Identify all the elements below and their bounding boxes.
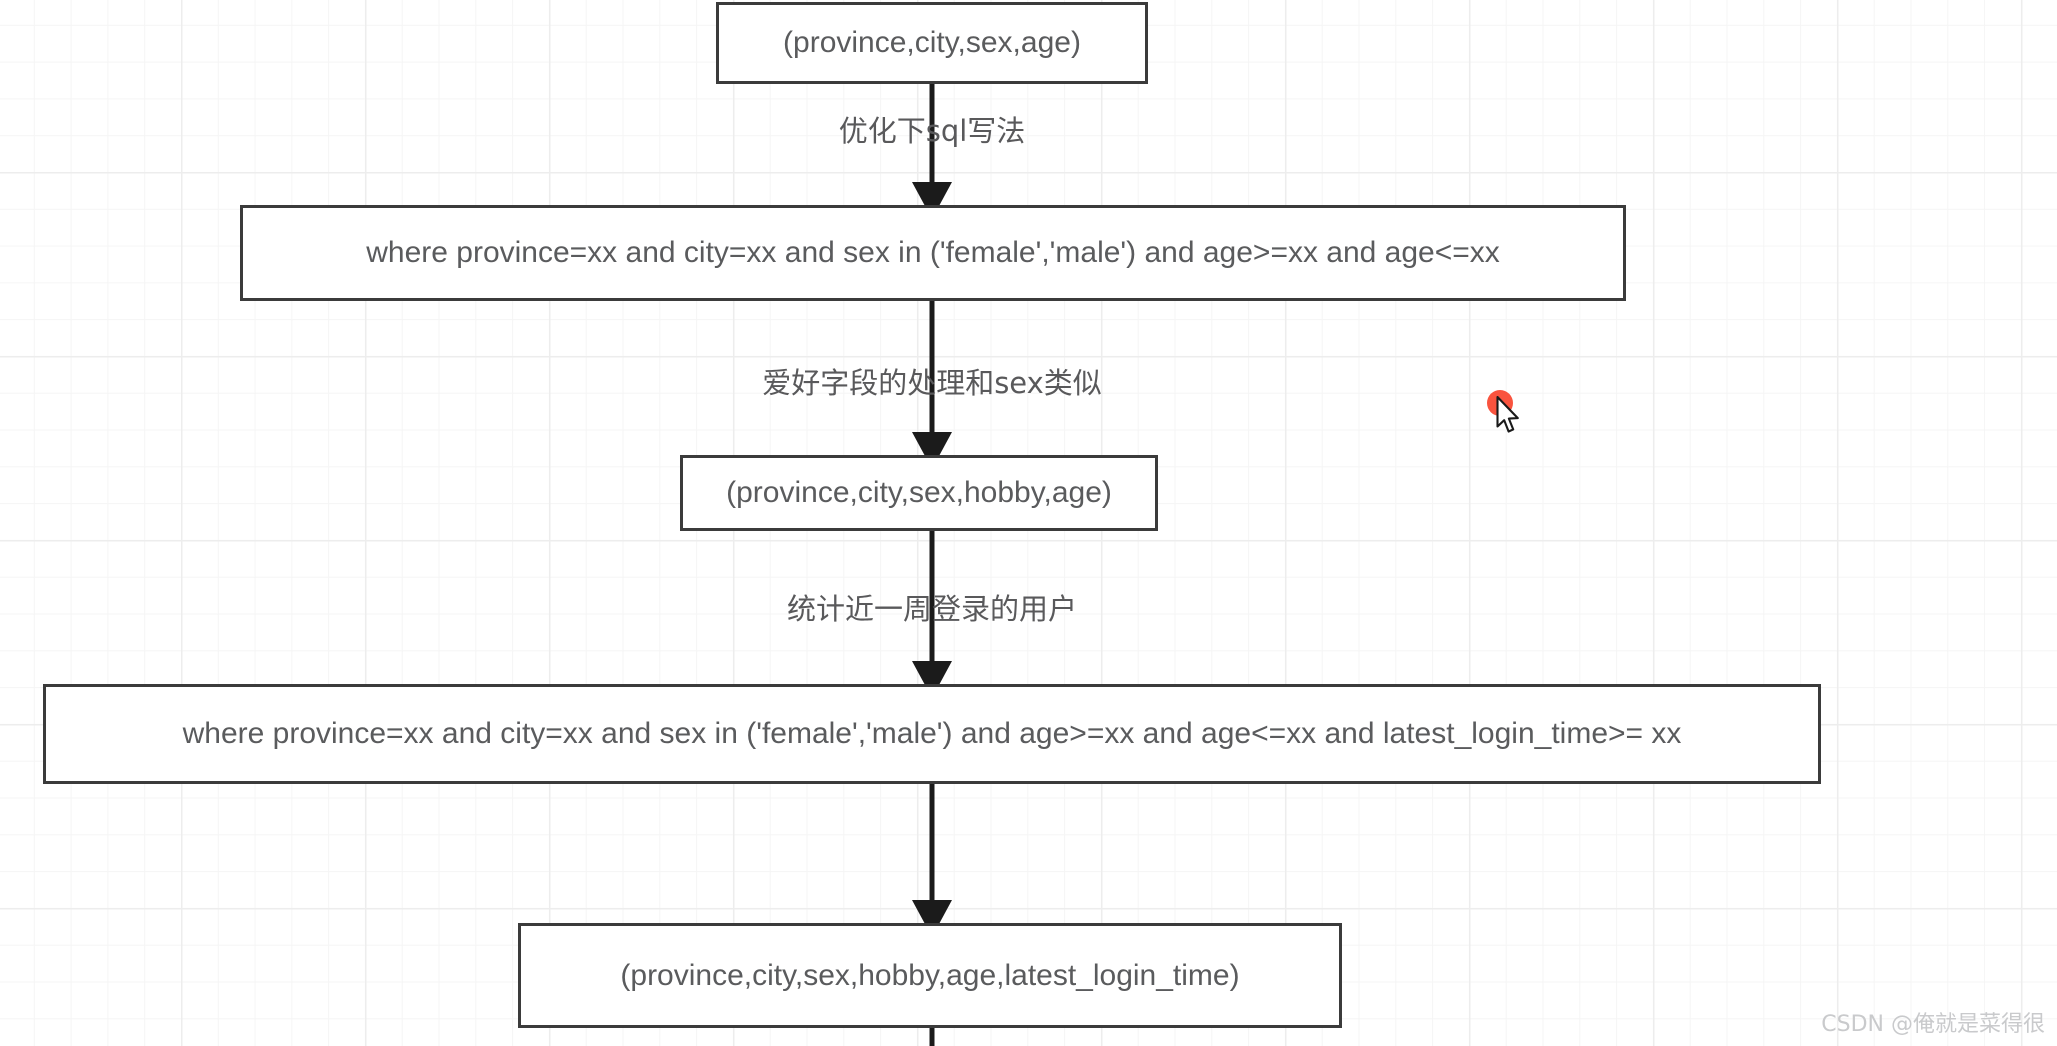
node-2-label: where province=xx and city=xx and sex in… (366, 236, 1500, 269)
mouse-pointer-icon (1496, 396, 1519, 433)
node-5-label: (province,city,sex,hobby,age,latest_logi… (620, 958, 1240, 992)
node-index-province-city-sex-age[interactable]: (province,city,sex,age) (716, 2, 1148, 84)
node-where-clause-basic[interactable]: where province=xx and city=xx and sex in… (240, 205, 1626, 301)
edge-label-weekly-login-stats: 统计近一周登录的用户 (786, 592, 1078, 626)
edge-label-hobby-similar-to-sex: 爱好字段的处理和sex类似 (762, 366, 1102, 400)
node-index-with-login-time[interactable]: (province,city,sex,hobby,age,latest_logi… (518, 923, 1342, 1028)
node-index-with-hobby[interactable]: (province,city,sex,hobby,age) (680, 455, 1158, 531)
node-where-clause-with-login-time[interactable]: where province=xx and city=xx and sex in… (43, 684, 1821, 784)
node-3-label: (province,city,sex,hobby,age) (726, 476, 1112, 509)
node-1-label: (province,city,sex,age) (783, 26, 1081, 59)
node-4-label: where province=xx and city=xx and sex in… (182, 717, 1682, 750)
edge-label-optimize-sql: 优化下sql写法 (838, 114, 1026, 148)
csdn-watermark: CSDN @俺就是菜得很 (1821, 1012, 2045, 1037)
